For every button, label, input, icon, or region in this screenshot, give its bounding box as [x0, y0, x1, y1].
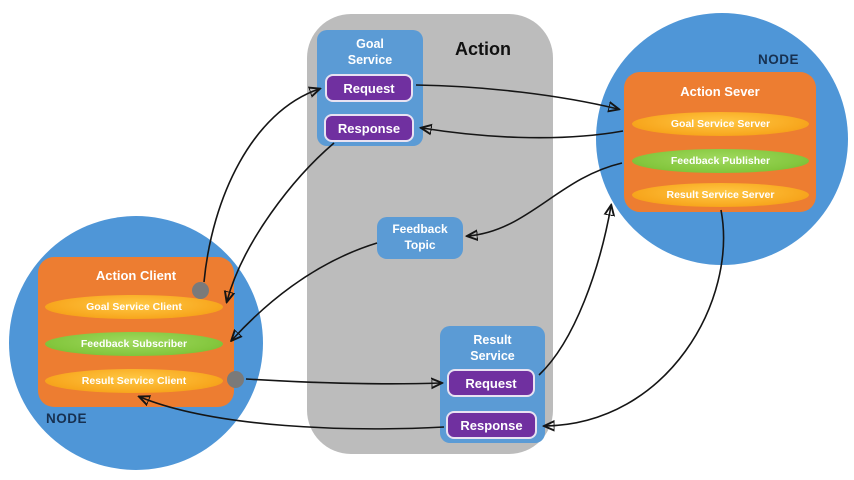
result-service-title: Result Service — [470, 333, 515, 363]
result-service-client-pill: Result Service Client — [45, 369, 223, 393]
goal-service-client-pill: Goal Service Client — [45, 295, 223, 319]
result-response-button: Response — [446, 411, 537, 439]
feedback-topic-box: Feedback Topic — [377, 217, 463, 259]
action-server-title: Action Sever — [680, 84, 760, 99]
goal-response-button: Response — [324, 114, 414, 142]
goal-service-server-pill: Goal Service Server — [632, 112, 809, 136]
goal-client-connector-dot — [192, 282, 209, 299]
client-node-label: NODE — [46, 411, 88, 426]
action-panel-title: Action — [455, 39, 511, 59]
feedback-subscriber-pill: Feedback Subscriber — [45, 332, 223, 356]
server-node-label: NODE — [758, 52, 800, 67]
goal-service-title: Goal Service — [347, 37, 393, 67]
goal-request-button: Request — [325, 74, 413, 102]
result-client-connector-dot — [227, 371, 244, 388]
result-request-button: Request — [447, 369, 535, 397]
result-service-server-pill: Result Service Server — [632, 183, 809, 207]
feedback-topic-title: Feedback Topic — [392, 222, 448, 252]
action-client-title: Action Client — [95, 268, 177, 283]
feedback-publisher-pill: Feedback Publisher — [632, 149, 809, 173]
